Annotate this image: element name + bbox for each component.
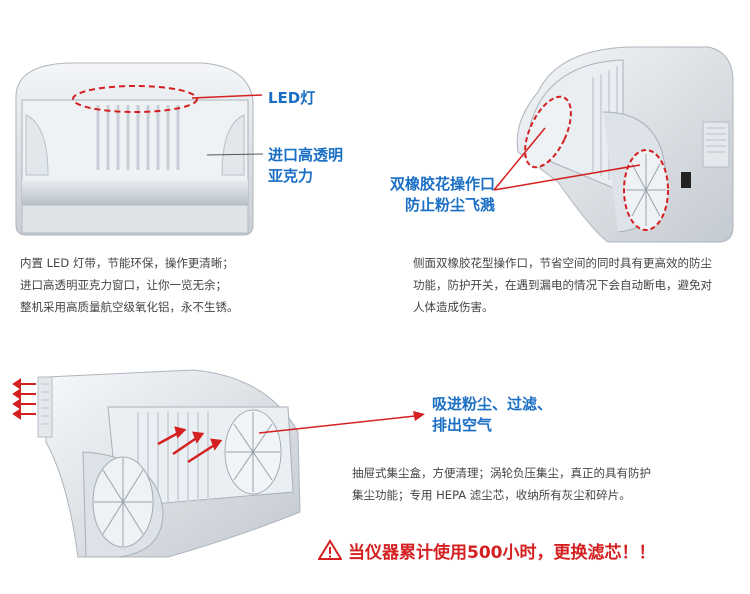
feature2-desc-line: 人体造成伤害。 [413,300,494,314]
feature2-desc-line: 侧面双橡胶花型操作口，节省空间的同时具有更高效的防尘 [413,256,712,270]
feature3-description: 抽屉式集尘盒，方便清理；涡轮负压集尘，真正的具有防护 集尘功能；专用 HEPA … [352,462,722,506]
feature2-description: 侧面双橡胶花型操作口，节省空间的同时具有更高效的防尘 功能，防护开关，在遇到漏电… [413,252,743,318]
airflow-filter-label-line1: 吸进粉尘、过滤、 [432,395,553,413]
window-pointer-line [206,153,264,156]
warning-text: 当仪器累计使用500小时，更换滤芯！！ [348,542,656,563]
product-front-view [8,55,260,240]
operation-ports-label: 双橡胶花操作口 防止粉尘飞溅 [375,174,495,216]
feature3-desc-line: 抽屉式集尘盒，方便清理；涡轮负压集尘，真正的具有防护 [352,466,651,480]
feature1-desc-line: 内置 LED 灯带，节能环保，操作更清晰； [20,256,234,270]
warning-triangle-icon [318,539,342,560]
operation-ports-label-line2: 防止粉尘飞溅 [404,196,495,214]
product-front-illustration [15,62,254,236]
feature2-desc-line: 功能，防护开关，在遇到漏电的情况下会自动断电，避免对 [413,278,712,292]
acrylic-window-label-line2: 亚克力 [268,167,314,185]
led-light-label: LED灯 [268,89,316,107]
led-pointer-line [191,94,263,99]
feature3-desc-line: 集尘功能；专用 HEPA 滤尘芯，收纳所有灰尘和碎片。 [352,488,631,502]
acrylic-window-label-line1: 进口高透明 [268,146,344,164]
ports-pointer-lines [493,127,641,191]
acrylic-window-label: 进口高透明 亚克力 [268,145,343,187]
feature1-desc-line: 进口高透明亚克力窗口，让你一览无余； [20,278,227,292]
filter-pointer-line [258,411,425,434]
product-airflow-view [8,362,318,562]
filter-replacement-warning: 当仪器累计使用500小时，更换滤芯！！ [318,535,718,565]
airflow-filter-label-line2: 排出空气 [432,416,493,434]
product-airflow-illustration [12,369,301,558]
airflow-filter-label: 吸进粉尘、过滤、 排出空气 [432,394,552,436]
operation-ports-label-line1: 双橡胶花操作口 [389,175,495,193]
feature1-desc-line: 整机采用高质量航空级氧化铝，永不生锈。 [20,300,239,314]
product-side-illustration [516,46,734,243]
feature1-description: 内置 LED 灯带，节能环保，操作更清晰； 进口高透明亚克力窗口，让你一览无余；… [20,252,350,318]
product-side-view [498,42,743,247]
